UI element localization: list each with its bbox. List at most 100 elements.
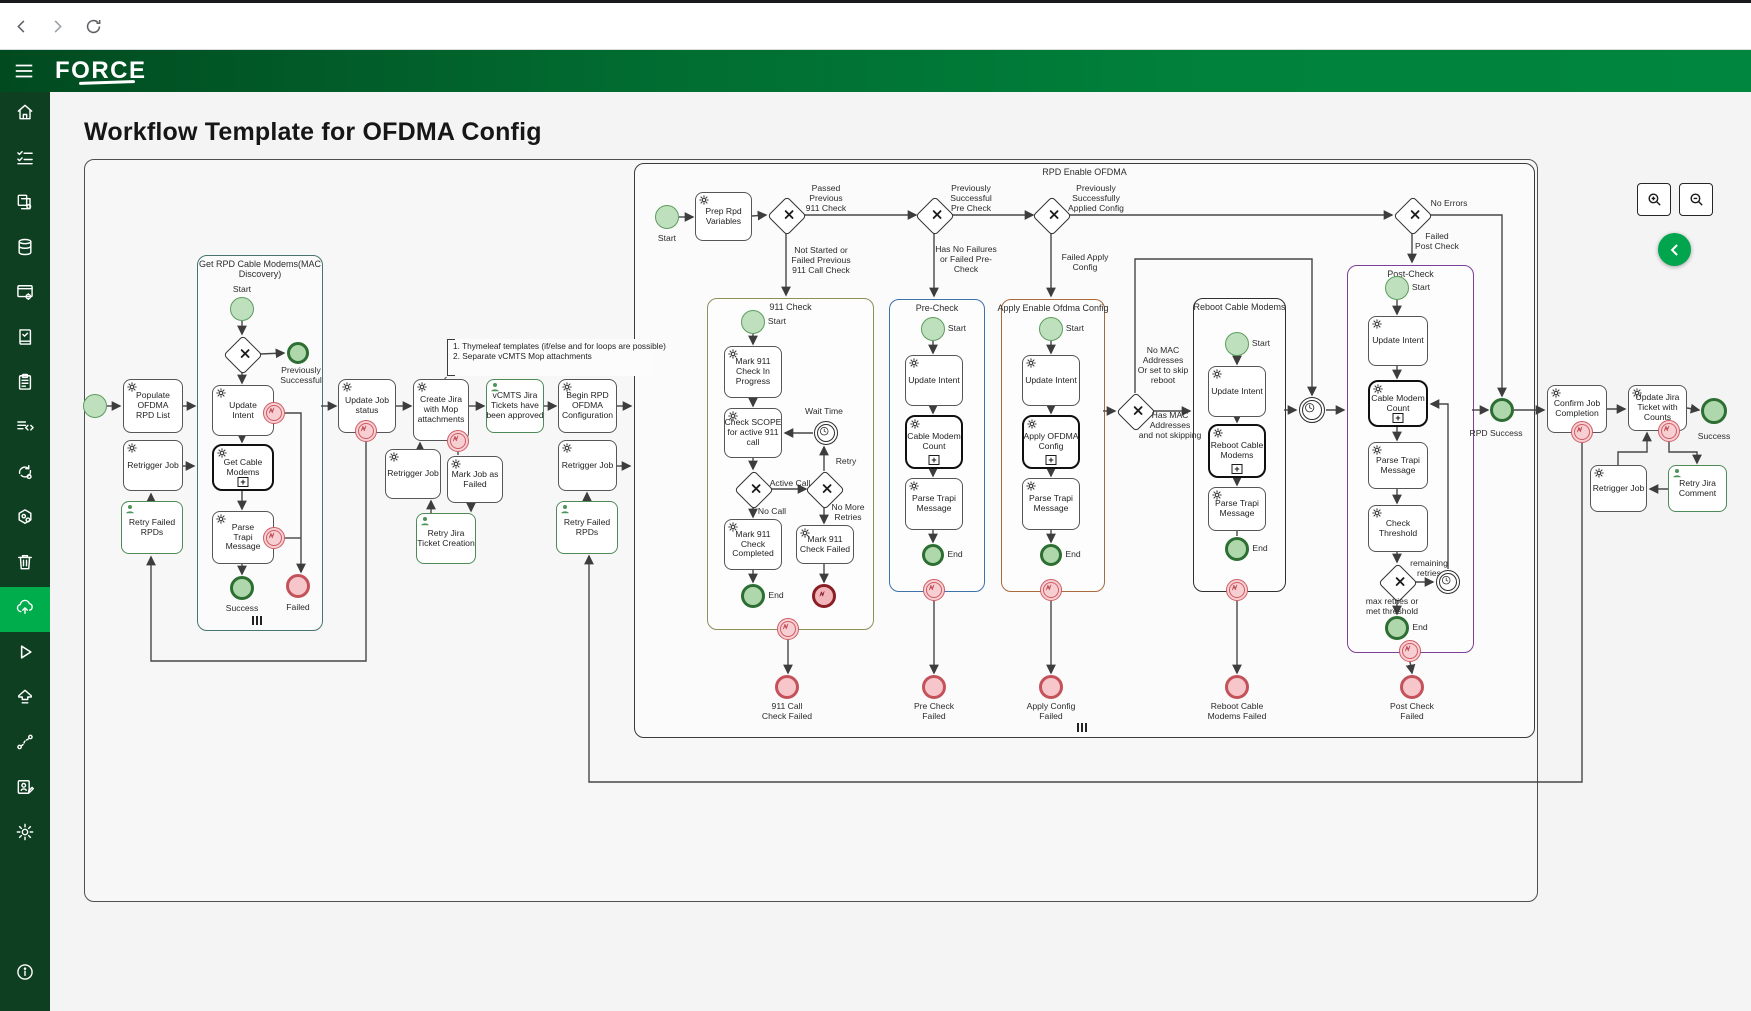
sidebar-item-cloud-upload[interactable]: [0, 587, 50, 632]
task-parse-trapi-reboot[interactable]: Parse Trapi Message: [1208, 487, 1266, 531]
task-get-cable-modems[interactable]: Get Cable Modems+: [212, 444, 274, 491]
task-mark-911-failed[interactable]: Mark 911 Check Failed: [796, 525, 854, 564]
task-reboot-cable-modems[interactable]: Reboot Cable Modems+: [1208, 424, 1266, 478]
sidebar-item-tasks[interactable]: [0, 137, 50, 182]
zoom-out-button[interactable]: [1679, 183, 1713, 216]
gateway-gw-apply-prev[interactable]: [1032, 196, 1072, 236]
subprocess-expand-icon[interactable]: +: [928, 455, 940, 465]
task-retrigger-job-3[interactable]: Retrigger Job: [1590, 465, 1647, 512]
task-retry-failed-rpds-1[interactable]: Retry Failed RPDs: [121, 501, 183, 554]
forward-icon[interactable]: [42, 11, 72, 41]
berror-pre[interactable]: [923, 579, 945, 601]
collapse-back-button[interactable]: [1658, 233, 1691, 266]
task-apply-ofdma-config[interactable]: Apply OFDMA Config+: [1022, 415, 1080, 469]
task-update-job-status[interactable]: Update Job status: [338, 379, 396, 433]
start-mac[interactable]: [230, 297, 254, 321]
sidebar-item-route[interactable]: [0, 722, 50, 767]
task-cable-modem-count-pre[interactable]: Cable Modem Count+: [905, 415, 963, 469]
task-parse-trapi-post[interactable]: Parse Trapi Message: [1368, 442, 1428, 489]
task-mark-911-in-progress[interactable]: Mark 911 Check In Progress: [724, 346, 782, 398]
task-retrigger-job-2[interactable]: Retrigger Job: [558, 440, 617, 491]
sidebar-item-contact-edit[interactable]: [0, 767, 50, 812]
end-reboot[interactable]: [1225, 537, 1249, 561]
timer-before-post[interactable]: [1299, 397, 1325, 423]
fail-reboot[interactable]: [1225, 675, 1249, 699]
end-apply[interactable]: [1040, 544, 1062, 566]
gateway-gw-no-errors[interactable]: [1393, 196, 1433, 236]
hamburger-menu-icon[interactable]: [13, 60, 35, 82]
berror-post[interactable]: [1399, 640, 1421, 662]
sidebar-item-sync-settings[interactable]: [0, 452, 50, 497]
subprocess-expand-icon[interactable]: +: [1392, 413, 1404, 423]
fail-post[interactable]: [1400, 675, 1424, 699]
task-mark-911-completed[interactable]: Mark 911 Check Completed: [724, 519, 782, 570]
berror-update-intent-mac[interactable]: [263, 402, 285, 424]
task-update-intent-reboot[interactable]: Update Intent: [1208, 366, 1266, 417]
task-cable-modem-count-post[interactable]: Cable Modem Count+: [1368, 380, 1428, 427]
sidebar-item-info[interactable]: [0, 952, 50, 997]
fail-pre[interactable]: [922, 675, 946, 699]
sidebar-item-home[interactable]: [0, 92, 50, 137]
end-previously-successful[interactable]: [287, 342, 309, 364]
gateway-gw-mac[interactable]: [223, 335, 263, 375]
berror-parse-trapi-mac[interactable]: [263, 527, 285, 549]
zoom-in-button[interactable]: [1637, 183, 1671, 216]
berror-911[interactable]: [777, 618, 799, 640]
berror-update-jira[interactable]: [1658, 420, 1680, 442]
sidebar-item-publish-up[interactable]: [0, 677, 50, 722]
berror-update-job-status[interactable]: [355, 420, 377, 442]
sidebar-item-run-play[interactable]: [0, 632, 50, 677]
gateway-gw-mac-addresses[interactable]: [1116, 392, 1156, 432]
task-update-intent-apply[interactable]: Update Intent: [1022, 355, 1080, 406]
start-main[interactable]: [83, 394, 107, 418]
start-911[interactable]: [741, 310, 765, 334]
sidebar-item-database[interactable]: [0, 227, 50, 272]
sidebar-item-window-settings[interactable]: [0, 272, 50, 317]
task-vcmts-jira-approved[interactable]: vCMTS Jira Tickets have been approved: [486, 379, 544, 433]
end-post[interactable]: [1385, 616, 1409, 640]
group-get-rpd-cable-modems[interactable]: Get RPD Cable Modems(MAC Discovery): [197, 255, 323, 631]
sidebar-item-list-code[interactable]: [0, 407, 50, 452]
task-parse-trapi-pre[interactable]: Parse Trapi Message: [905, 478, 963, 530]
start-post[interactable]: [1385, 276, 1409, 300]
task-populate-ofdma-rpd-list[interactable]: Populate OFDMA RPD List: [123, 379, 183, 433]
task-begin-rpd-ofdma[interactable]: Begin RPD OFDMA Configuration: [558, 379, 617, 433]
errend-911[interactable]: [812, 584, 836, 608]
task-retry-failed-rpds-2[interactable]: Retry Failed RPDs: [556, 501, 618, 554]
berror-create-jira[interactable]: [447, 430, 469, 452]
start-reboot[interactable]: [1225, 332, 1249, 356]
task-retrigger-job-cj[interactable]: Retrigger Job: [385, 449, 441, 499]
berror-apply[interactable]: [1040, 579, 1062, 601]
subprocess-expand-icon[interactable]: +: [1045, 455, 1057, 465]
timer-post-retry[interactable]: [1436, 570, 1460, 594]
sidebar-item-hex-settings[interactable]: [0, 497, 50, 542]
reload-icon[interactable]: [78, 11, 108, 41]
end-rpd-success[interactable]: [1490, 398, 1514, 422]
task-retrigger-job-1[interactable]: Retrigger Job: [123, 440, 183, 491]
task-update-intent-post[interactable]: Update Intent: [1368, 316, 1428, 366]
task-update-intent-pre[interactable]: Update Intent: [905, 355, 963, 406]
task-retry-jira-comment[interactable]: Retry Jira Comment: [1668, 465, 1727, 512]
gateway-gw-pre-prev[interactable]: [915, 196, 955, 236]
sidebar-item-runbook[interactable]: [0, 317, 50, 362]
start-apply[interactable]: [1039, 317, 1063, 341]
subprocess-expand-icon[interactable]: +: [237, 477, 249, 487]
berror-confirm-job[interactable]: [1571, 421, 1593, 443]
task-mark-job-failed[interactable]: Mark Job as Failed: [447, 456, 503, 503]
end-success-mac[interactable]: [230, 576, 254, 600]
task-prep-rpd-variables[interactable]: Prep Rpd Variables: [695, 192, 752, 241]
sidebar-item-settings[interactable]: [0, 812, 50, 857]
end-failed-mac[interactable]: [286, 574, 310, 598]
berror-reboot[interactable]: [1226, 579, 1248, 601]
sidebar-item-clipboard[interactable]: [0, 362, 50, 407]
end-success-final[interactable]: [1701, 398, 1727, 424]
start-sub[interactable]: [655, 205, 679, 229]
task-check-threshold[interactable]: Check Threshold: [1368, 505, 1428, 552]
start-pre[interactable]: [921, 317, 945, 341]
sidebar-item-job-stack[interactable]: [0, 182, 50, 227]
subprocess-expand-icon[interactable]: +: [1231, 464, 1243, 474]
end-911[interactable]: [741, 584, 765, 608]
fail-apply[interactable]: [1039, 675, 1063, 699]
force-logo[interactable]: FORCE: [55, 57, 147, 84]
end-pre[interactable]: [922, 544, 944, 566]
